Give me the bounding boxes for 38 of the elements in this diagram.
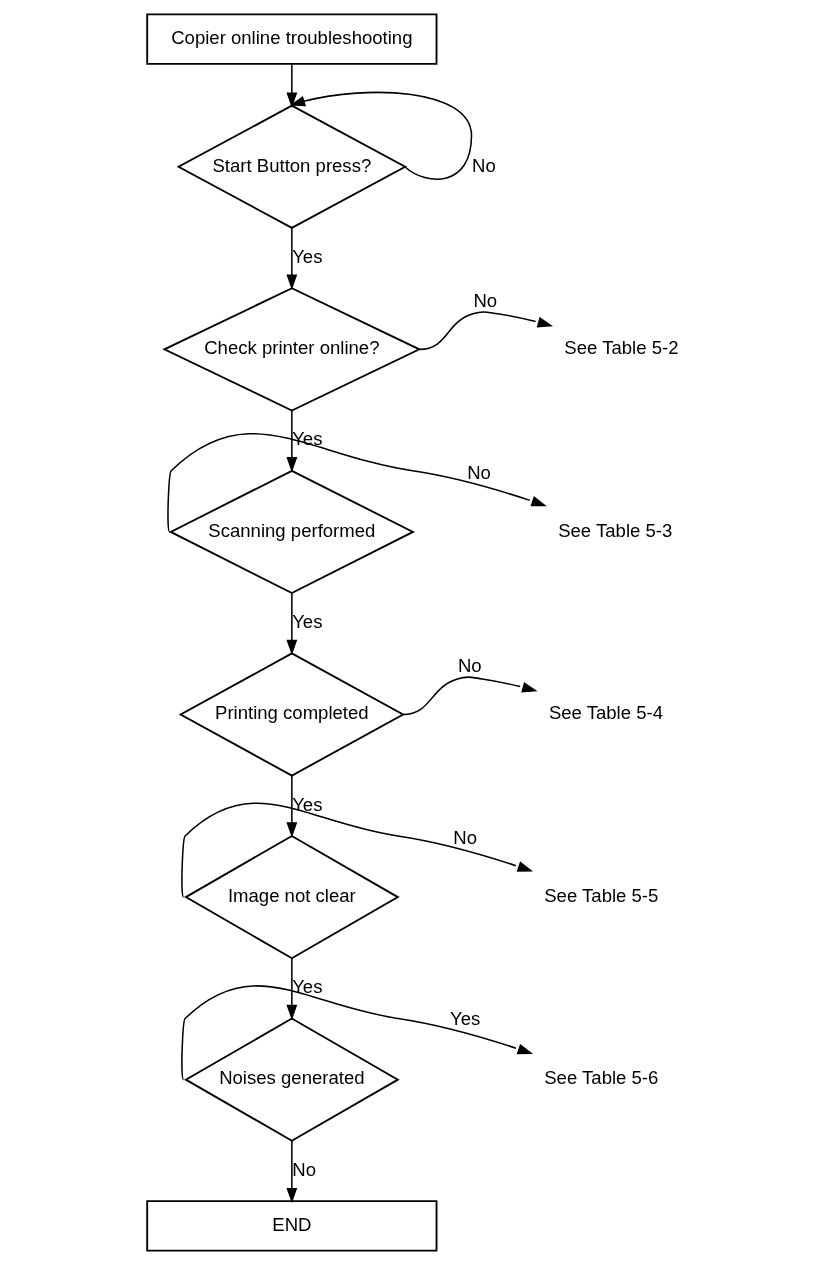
node-diamond: Image not clear (183, 834, 400, 960)
arrow (180, 802, 533, 898)
edge-label: Yes (291, 976, 322, 998)
node-text: See Table 5-3 (557, 519, 672, 541)
edge-label: Yes (291, 428, 322, 450)
node-text: See Table 5-2 (563, 337, 678, 359)
node-diamond: Noises generated (183, 1017, 400, 1142)
edge-label: No (457, 655, 482, 677)
node-diamond: Printing completed (178, 652, 405, 777)
arrow (285, 227, 297, 291)
edge-label: No (471, 154, 496, 176)
arrow (289, 91, 472, 180)
node-text: See Table 5-5 (543, 884, 658, 906)
node-diamond: Scanning performed (168, 469, 415, 595)
arrow (401, 676, 538, 716)
edge-label: No (291, 1158, 316, 1180)
edge-label: No (466, 461, 491, 483)
arrow (285, 409, 297, 473)
node-text: See Table 5-4 (548, 702, 663, 724)
arrow (285, 775, 297, 838)
edge-label: Yes (449, 1007, 480, 1029)
arrow (166, 433, 547, 533)
arrow (285, 63, 297, 108)
edge-label: No (452, 826, 477, 848)
arrow (285, 957, 297, 1021)
edge-label: Yes (291, 793, 322, 815)
edge-label: Yes (291, 611, 322, 633)
arrow (418, 311, 553, 351)
edge-label: Yes (291, 245, 322, 267)
node-diamond: Check printer online? (161, 287, 421, 412)
arrow (285, 592, 297, 656)
node-text: See Table 5-6 (543, 1067, 658, 1089)
arrow (285, 1140, 297, 1204)
node-box: END (145, 1200, 437, 1252)
edge-label: No (472, 289, 497, 311)
node-box: Copier online troubleshooting (145, 13, 437, 65)
arrow (180, 985, 533, 1081)
node-diamond: Start Button press? (176, 104, 407, 229)
